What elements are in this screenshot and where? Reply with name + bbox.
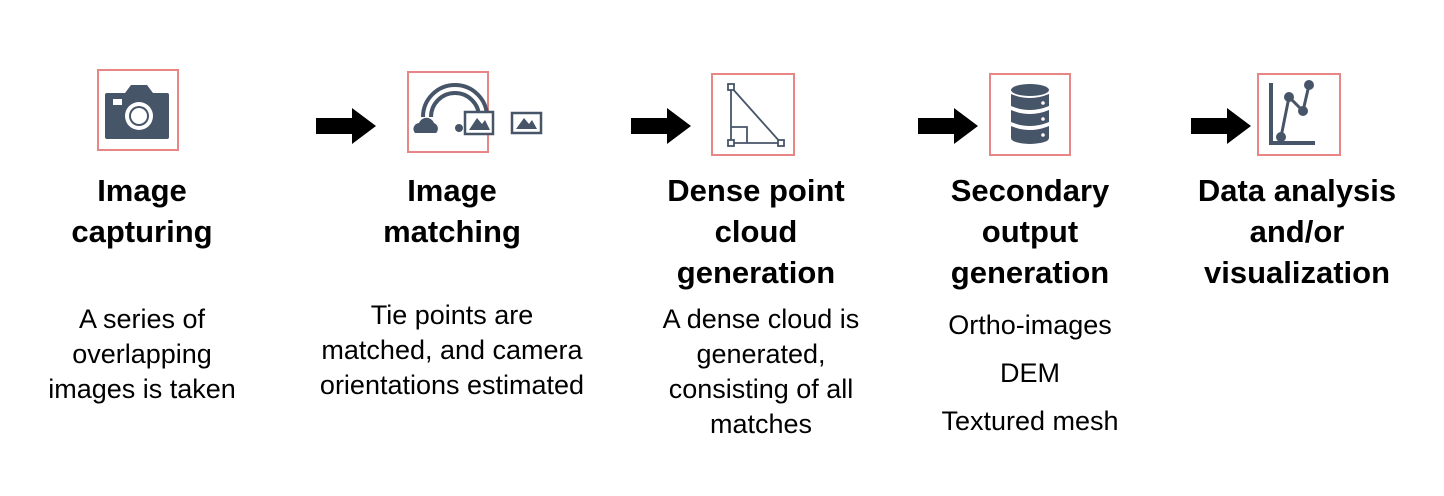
step-3-icon-box — [711, 73, 795, 156]
step-2-icon-box — [407, 71, 543, 153]
arrow-right-icon — [316, 108, 376, 144]
step-4-icon-box — [989, 73, 1071, 156]
database-icon — [1011, 84, 1049, 144]
triangle-vertices-icon — [727, 83, 785, 147]
arrow-right-icon — [631, 108, 691, 144]
line-chart-icon — [1269, 80, 1315, 145]
step-1-icon-box — [97, 69, 179, 151]
image-matching-icon — [413, 83, 543, 136]
step-5-icon-box — [1257, 73, 1341, 156]
arrow-right-icon — [918, 108, 978, 144]
arrow-right-icon — [1191, 108, 1251, 144]
camera-icon — [105, 85, 169, 139]
